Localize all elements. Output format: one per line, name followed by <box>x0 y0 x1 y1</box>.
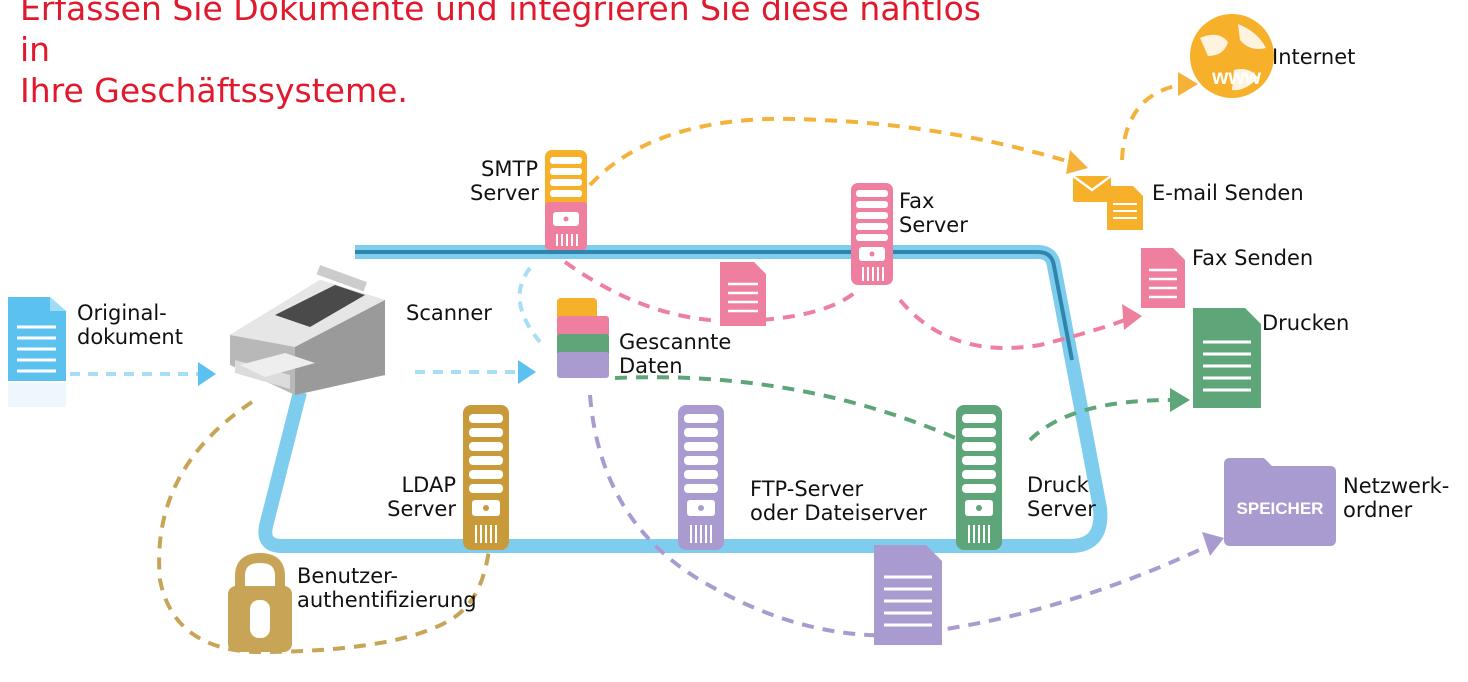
fax-document-icon <box>720 262 766 326</box>
label-email: E-mail Senden <box>1152 181 1304 205</box>
envelope-icon <box>1072 174 1112 202</box>
print-server-icon <box>956 405 1002 550</box>
page-heading: Erfassen Sie Dokumente und integrieren S… <box>20 0 981 110</box>
arrow-smtp-to-email <box>588 116 1081 187</box>
arrow-data-to-print <box>614 375 1002 477</box>
arrow-scanner-to-auth <box>157 400 492 655</box>
label-fax-send: Fax Senden <box>1192 246 1314 270</box>
arrow-smtp-to-fax <box>563 260 860 324</box>
label-print: Drucken <box>1262 311 1350 335</box>
label-internet: Internet <box>1272 45 1356 69</box>
arrow-email-to-internet <box>1120 83 1181 161</box>
print-document-icon <box>1193 308 1261 408</box>
www-text: www <box>1211 66 1262 89</box>
scanner-icon <box>230 265 385 395</box>
label-auth: Benutzer- authentifizierung <box>297 564 477 612</box>
document-icon <box>8 297 66 407</box>
label-scanned: Gescannte Daten <box>619 330 732 378</box>
email-document-icon <box>1107 186 1143 230</box>
network-loop-outline <box>355 250 1074 361</box>
label-fax-server: Fax Server <box>899 189 968 237</box>
arrow-scanner-smtp <box>517 266 542 344</box>
scanned-data-icon <box>557 298 609 378</box>
arrow-data-to-folder <box>588 394 1211 638</box>
ftp-server-icon <box>678 405 724 550</box>
smtp-server-icon <box>545 150 587 250</box>
label-scanner: Scanner <box>406 301 492 325</box>
globe-icon <box>1190 14 1274 98</box>
arrow-fax-to-faxsend <box>898 298 1131 350</box>
fax-send-document-icon <box>1141 248 1185 308</box>
label-print-server: Druck Server <box>1027 473 1096 521</box>
label-ftp: FTP-Server oder Dateiserver <box>750 477 927 525</box>
arrow-print-to-drucken <box>1028 398 1173 442</box>
folder-label: SPEICHER <box>1237 499 1324 518</box>
label-original: Original- dokument <box>77 301 183 349</box>
fax-server-icon <box>851 183 893 285</box>
folder-icon: SPEICHER <box>1224 458 1336 546</box>
file-document-icon <box>874 545 942 645</box>
label-folder: Netzwerk- ordner <box>1343 474 1450 522</box>
label-smtp: SMTP Server <box>470 157 539 205</box>
ldap-server-icon <box>463 405 509 550</box>
label-ldap: LDAP Server <box>387 473 456 521</box>
lock-icon <box>228 552 292 652</box>
